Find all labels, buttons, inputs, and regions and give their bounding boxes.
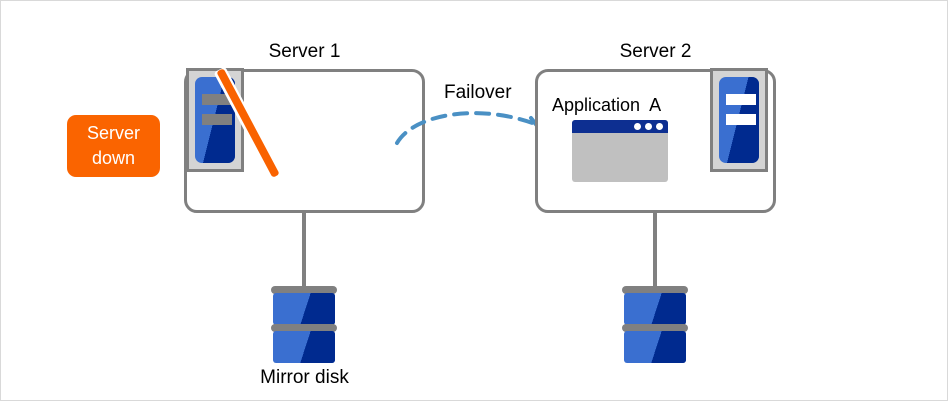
server-unit-bar xyxy=(726,114,756,125)
mirror-disk-label: Mirror disk xyxy=(260,367,349,388)
disk-block xyxy=(273,293,335,325)
server-down-badge: Server down xyxy=(67,115,160,177)
disk-plate xyxy=(622,286,688,294)
server2-disk-connector xyxy=(653,212,657,289)
disk-plate xyxy=(271,286,337,294)
disk-block xyxy=(273,331,335,363)
disk-plate xyxy=(271,324,337,332)
application-window-icon xyxy=(572,120,668,182)
application-window-titlebar xyxy=(572,120,668,133)
application-label: Application A xyxy=(552,95,662,115)
server2-label: Server 2 xyxy=(619,41,692,62)
window-dot-icon xyxy=(645,123,652,130)
server-down-badge-line1: Server xyxy=(86,123,140,143)
mirror-disk-icon xyxy=(271,286,337,369)
server-unit-active-icon xyxy=(710,68,768,172)
server-unit-disabled-icon xyxy=(186,66,283,181)
window-dot-icon xyxy=(656,123,663,130)
server1-label: Server 1 xyxy=(268,41,341,62)
server1-disk-connector xyxy=(302,212,306,289)
server-down-badge-line2: down xyxy=(91,148,136,168)
disk-block xyxy=(624,331,686,363)
disk-plate xyxy=(622,324,688,332)
window-dot-icon xyxy=(634,123,641,130)
mirror-disk-icon xyxy=(622,286,688,369)
failover-label: Failover xyxy=(444,82,512,103)
server-unit-body xyxy=(719,77,759,163)
server-unit-bar xyxy=(202,114,232,125)
server-unit-bar xyxy=(726,94,756,105)
disk-block xyxy=(624,293,686,325)
server-unit-bar xyxy=(202,94,232,105)
